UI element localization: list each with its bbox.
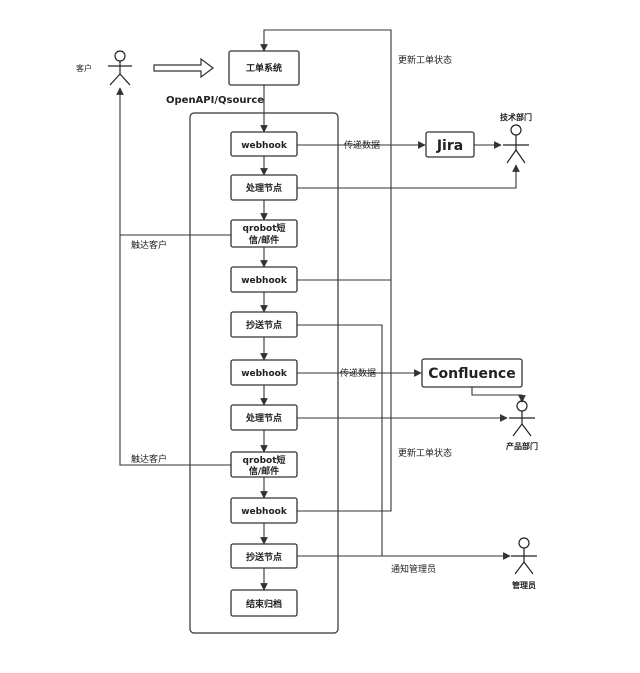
end-node — [230, 589, 298, 617]
admin-label: 管理员 — [512, 580, 536, 590]
customer-actor — [108, 50, 132, 86]
process-label-2: 处理节点 — [245, 412, 282, 424]
update-status-connector-2 — [297, 280, 392, 512]
qrobot-label-1b: 信/邮件 — [249, 234, 279, 246]
tech-dept-actor — [503, 124, 529, 164]
cc-label-1: 抄送节点 — [246, 319, 282, 331]
tech-dept-label: 技术部门 — [500, 112, 532, 122]
pass-data-label-2: 传递数据 — [340, 367, 376, 379]
cc-to-admin-line — [297, 324, 383, 556]
update-status-label-2: 更新工单状态 — [398, 447, 452, 459]
reach-customer-line — [116, 87, 231, 466]
webhook-label-1: webhook — [241, 141, 288, 151]
confluence-label: Confluence — [428, 366, 515, 382]
update-status-label-1: 更新工单状态 — [398, 54, 452, 66]
process-label-1: 处理节点 — [245, 182, 282, 194]
openapi-label: OpenAPI/Qsource — [166, 95, 264, 106]
admin-actor — [511, 537, 537, 575]
cc-label-2: 抄送节点 — [246, 551, 282, 563]
end-label: 结束归档 — [246, 598, 282, 610]
webhook-node-1 — [230, 131, 298, 157]
qrobot-label-1a: qrobot短 — [243, 222, 286, 234]
confluence-to-product-arrow — [471, 387, 526, 403]
webhook-label-3: webhook — [241, 369, 288, 379]
pass-data-label-1: 传递数据 — [344, 139, 380, 151]
webhook-label-4: webhook — [241, 507, 288, 517]
qrobot-label-2a: qrobot短 — [243, 454, 286, 466]
update-status-loop — [260, 29, 392, 281]
jira-label: Jira — [436, 138, 463, 154]
customer-label: 客户 — [76, 63, 92, 73]
product-dept-actor — [509, 400, 535, 437]
notify-admin-label: 通知管理员 — [391, 563, 436, 575]
reach-customer-label-2: 触达客户 — [131, 453, 167, 465]
qrobot-node-1 — [230, 219, 298, 248]
hollow-arrow-icon — [153, 57, 214, 79]
webhook-label-2: webhook — [241, 276, 288, 286]
qrobot-label-2b: 信/邮件 — [249, 465, 279, 477]
product-dept-label: 产品部门 — [506, 441, 538, 451]
reach-customer-label-1: 触达客户 — [131, 239, 167, 251]
ticket-system-label: 工单系统 — [246, 62, 282, 74]
process-to-tech-arrow — [297, 164, 520, 189]
